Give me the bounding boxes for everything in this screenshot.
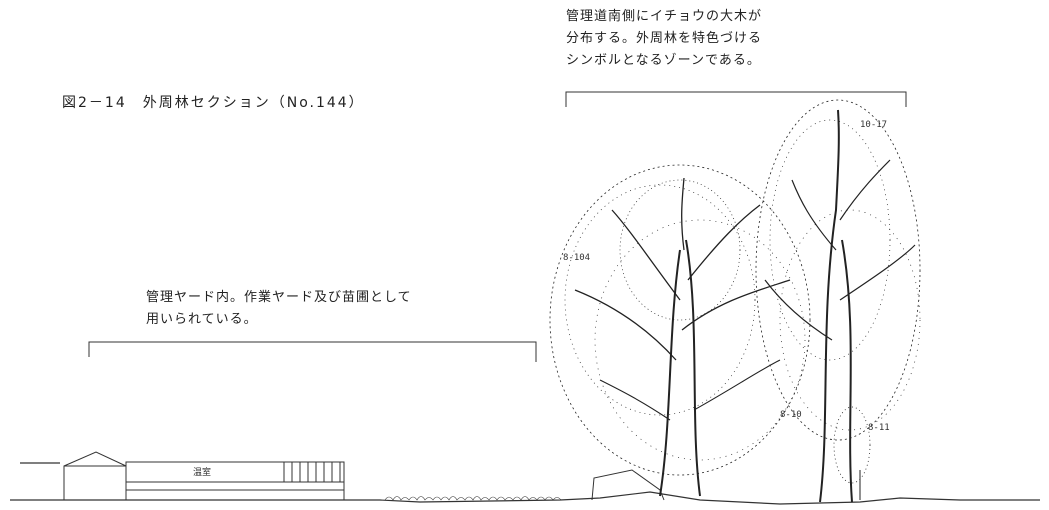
zone-bracket-right (565, 91, 907, 107)
tree-tag-left-top: 8-104 (563, 253, 591, 263)
shrub (833, 406, 871, 500)
tree-tag-right-low: 8-11 (868, 423, 890, 433)
tree-right (755, 99, 921, 503)
zone-right-line-2: 分布する。外周林を特色づける (566, 31, 763, 46)
zone-right-line-1: 管理道南側にイチョウの大木が (566, 9, 763, 24)
tree-tag-right-top: 10-17 (860, 120, 888, 130)
figure-title: 図2－14 外周林セクション（No.144） (62, 95, 365, 111)
tree-left (549, 164, 811, 497)
zone-bracket-left (88, 341, 537, 362)
tree-tag-left-mid: 8-10 (780, 410, 802, 420)
ground-cover (384, 496, 562, 501)
zone-description-right: 管理道南側にイチョウの大木が 分布する。外周林を特色づける シンボルとなるゾーン… (566, 6, 762, 72)
zone-left-line-2: 用いられている。 (146, 312, 258, 327)
ground-line (10, 462, 1040, 505)
greenhouse-label: 温室 (193, 468, 212, 478)
shed (63, 451, 127, 500)
zone-left-line-1: 管理ヤード内。作業ヤード及び苗圃として (146, 290, 412, 305)
greenhouse (125, 461, 345, 501)
zone-right-line-3: シンボルとなるゾーンである。 (566, 53, 761, 68)
rock (591, 469, 665, 501)
zone-description-left: 管理ヤード内。作業ヤード及び苗圃として 用いられている。 (146, 287, 412, 331)
